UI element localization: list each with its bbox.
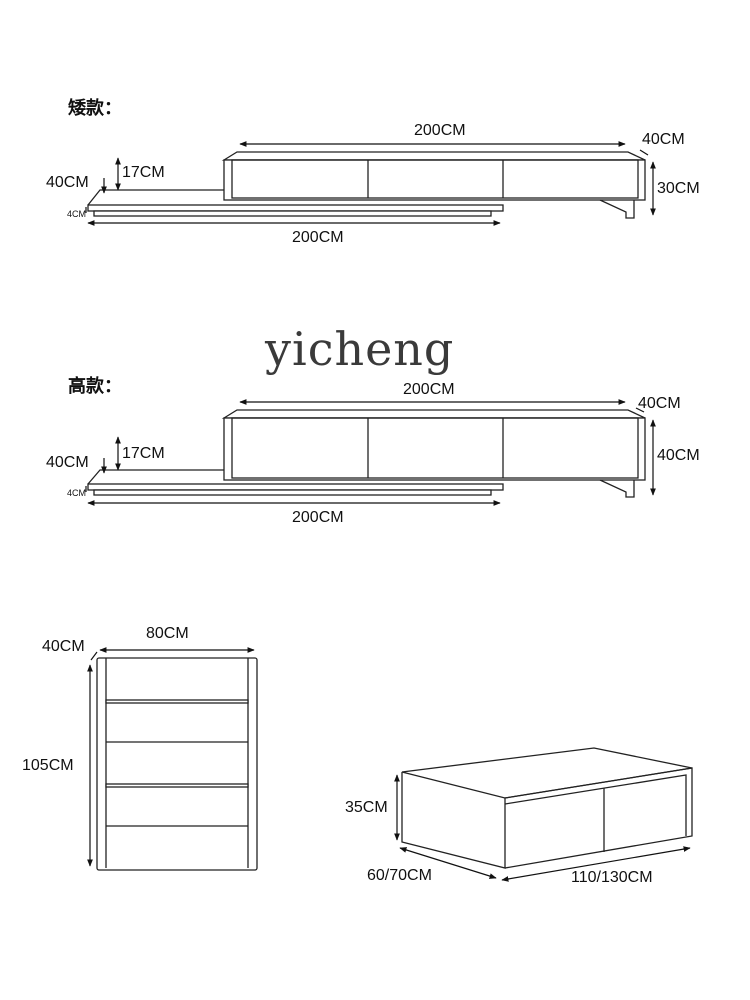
high-ext-thickness-label: 4CM xyxy=(67,488,87,498)
coffee-table-depth-label: 60/70CM xyxy=(367,867,432,884)
coffee-table-height-label: 35CM xyxy=(345,799,388,816)
cabinet-depth-label: 40CM xyxy=(42,638,85,655)
low-model-heading: 矮款： xyxy=(68,98,122,118)
low-ext-depth-label: 40CM xyxy=(46,174,89,191)
brand-watermark: yicheng xyxy=(265,322,455,376)
low-height-label: 30CM xyxy=(657,180,700,197)
high-depth-label: 40CM xyxy=(638,395,681,412)
coffee-table xyxy=(401,747,693,869)
low-width-bottom-label: 200CM xyxy=(292,229,344,246)
tall-cabinet-dimension-lines xyxy=(87,647,255,867)
high-ext-depth-label: 40CM xyxy=(46,454,89,471)
cabinet-height-label: 105CM xyxy=(22,757,74,774)
low-tv-cabinet xyxy=(87,151,646,219)
low-depth-label: 40CM xyxy=(642,131,685,148)
high-tv-dimension-lines xyxy=(85,399,656,506)
high-height-label: 40CM xyxy=(657,447,700,464)
coffee-table-length-label: 110/130CM xyxy=(571,869,653,886)
high-tv-cabinet xyxy=(87,409,646,498)
low-ext-thickness-label: 4CM xyxy=(67,209,87,219)
tall-cabinet xyxy=(96,657,258,871)
high-ext-height-label: 17CM xyxy=(122,445,165,462)
high-model-heading: 高款： xyxy=(68,376,122,396)
high-width-bottom-label: 200CM xyxy=(292,509,344,526)
high-width-top-label: 200CM xyxy=(403,381,455,398)
cabinet-width-label: 80CM xyxy=(146,625,189,642)
low-ext-height-label: 17CM xyxy=(122,164,165,181)
coffee-table-dimension-lines xyxy=(394,774,691,882)
low-width-top-label: 200CM xyxy=(414,122,466,139)
low-tv-dimension-lines xyxy=(85,141,656,226)
